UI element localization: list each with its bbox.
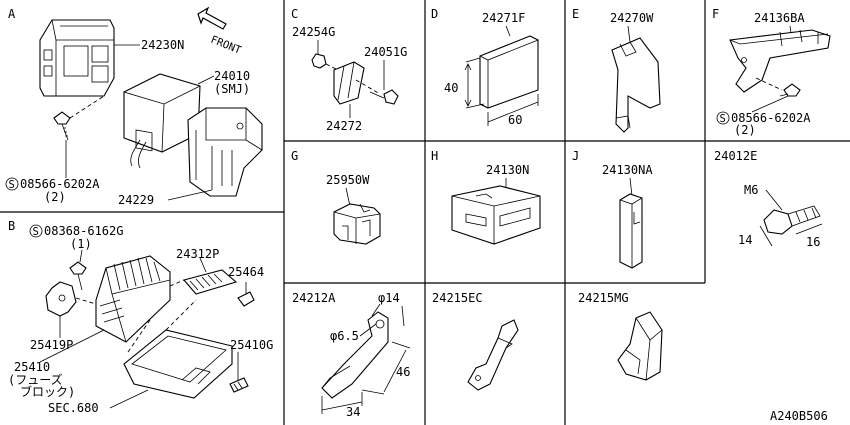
section-24215mg: 24215MG [578,291,663,381]
front-label: FRONT [209,34,243,57]
label-24270w: 24270W [610,11,654,25]
label-24212a: 24212A [292,291,336,305]
clip-24254g [311,53,327,69]
section-h: 24130N [451,163,541,245]
dim-40: 40 [444,81,458,95]
section-g: 25950W [326,173,381,245]
section-c: 24254G 24051G 24272 [292,25,407,133]
label-24051g: 24051G [364,45,407,59]
fuse-block-25410 [95,255,171,343]
bracket-25419p [45,281,77,317]
section-label-f: F [712,7,719,21]
label-fuse-2: ブロック) [20,384,75,399]
screw-icon-b [69,261,87,291]
s-mark-icon-b: S [29,224,43,238]
bracket-24270w [611,37,661,133]
section-b: S 08368-6162G (1) 25419P 25410 (フューズ [8,224,273,415]
connector-24130n [451,185,541,245]
section-label-e: E [572,7,579,21]
dim-60: 60 [508,113,522,127]
label-screw-08368: 08368-6162G [44,224,123,238]
section-j: 24130NA [602,163,653,269]
connector-24130na [619,193,643,269]
section-label-b: B [8,219,15,233]
label-24136ba: 24136BA [754,11,805,25]
section-24212a: 24212A φ14 φ6.5 46 34 [292,291,410,419]
label-screw-08566-f: 08566-6202A [731,111,811,125]
bracket-24136ba [729,29,831,93]
label-fuse-1: (フューズ [8,372,63,387]
label-24215mg: 24215MG [578,291,629,305]
label-24254g: 24254G [292,25,335,39]
screw-icon-f [779,83,801,97]
bracket-24212a [321,311,389,399]
label-24312p: 24312P [176,247,219,261]
label-25410g: 25410G [230,338,273,352]
bolt-24051g [369,89,399,105]
label-24130na: 24130NA [602,163,653,177]
label-m6: M6 [744,183,758,197]
pad-24271f [479,35,539,109]
control-unit-24010 [123,73,201,169]
svg-text:S: S [720,113,726,125]
cover-sec680 [123,329,233,399]
screw-icon [53,111,71,141]
dim-34: 34 [346,405,360,419]
label-24271f: 24271F [482,11,525,25]
section-label-j: J [572,149,579,163]
section-label-g: G [291,149,298,163]
fuse-25410g [229,377,249,393]
label-25419p: 25419P [30,338,73,352]
label-24215ec: 24215EC [432,291,483,305]
front-arrow-icon [197,6,227,30]
dim-14: 14 [738,233,752,247]
label-screw-qty-b: (1) [70,237,92,251]
section-d: 24271F 40 60 [444,11,539,127]
dim-phi14: φ14 [378,291,400,305]
section-e: 24270W [610,11,661,133]
fuse-25464 [237,291,255,307]
label-smj: (SMJ) [214,82,250,96]
dim-phi65: φ6.5 [330,329,359,343]
bracket-24215ec [467,319,519,391]
section-label-h: H [431,149,438,163]
relay-box-24230n [39,19,115,97]
label-screw-qty-a: (2) [44,190,66,204]
label-24130n: 24130N [486,163,529,177]
bracket-24272 [333,61,365,105]
label-24229: 24229 [118,193,154,207]
label-sec680: SEC.680 [48,401,99,415]
bolt-24012e [763,205,821,235]
label-24012e: 24012E [714,149,757,163]
relay-25950w [333,203,381,245]
s-mark-icon: S [5,177,19,191]
label-25464: 25464 [228,265,264,279]
label-24230n: 24230N [141,38,184,52]
section-label-d: D [431,7,438,21]
bracket-24229 [187,107,263,197]
diagram-reference-code: A240B506 [770,409,828,423]
dim-16: 16 [806,235,820,249]
section-a: FRONT 24230N 24010 (SMJ) [5,6,263,207]
bracket-24215mg [617,311,663,381]
label-25410: 25410 [14,360,50,374]
fuse-strip-24312p [183,269,238,295]
label-24272: 24272 [326,119,362,133]
dim-46: 46 [396,365,410,379]
svg-text:S: S [9,179,15,191]
label-screw-qty-f: (2) [734,123,756,137]
section-f: 24136BA S 08566-6202A (2) [716,11,831,137]
section-24012e: 24012E M6 14 16 [714,149,823,249]
section-24215ec: 24215EC [432,291,519,391]
section-label-a: A [8,7,16,21]
svg-text:S: S [33,226,39,238]
label-screw-08566-a: 08566-6202A [20,177,100,191]
label-25950w: 25950W [326,173,370,187]
section-label-c: C [291,7,298,21]
s-mark-icon-f: S [716,111,730,125]
label-24010: 24010 [214,69,250,83]
